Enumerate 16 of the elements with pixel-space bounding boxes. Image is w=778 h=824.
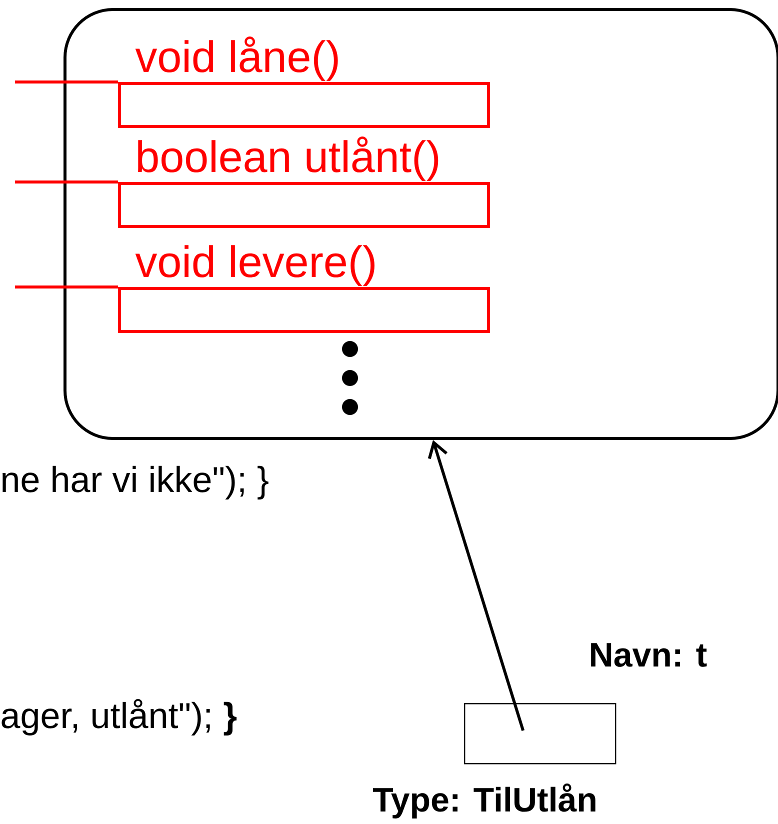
method-box: void låne() — [118, 36, 490, 128]
connector-line — [15, 286, 118, 288]
method-box: void levere() — [118, 245, 490, 333]
variable-box: Navn: t Type: TilUtlån — [372, 643, 707, 819]
connector-line — [15, 80, 118, 84]
node-label: Navn: t — [591, 643, 707, 667]
object-box — [64, 8, 778, 440]
method-box: boolean utlånt() — [118, 136, 490, 228]
node-label: boolean utlånt() — [138, 136, 438, 182]
pointer-arrow — [428, 440, 525, 732]
node-label: Type: TilUtlån — [372, 784, 596, 819]
connector-line — [15, 180, 118, 184]
node-label: void låne() — [135, 36, 338, 82]
code-text: ne har vi ikke"); } — [2, 466, 268, 500]
node-label: void levere() — [135, 245, 374, 286]
code-text: ager, utlånt"); } — [2, 699, 237, 736]
